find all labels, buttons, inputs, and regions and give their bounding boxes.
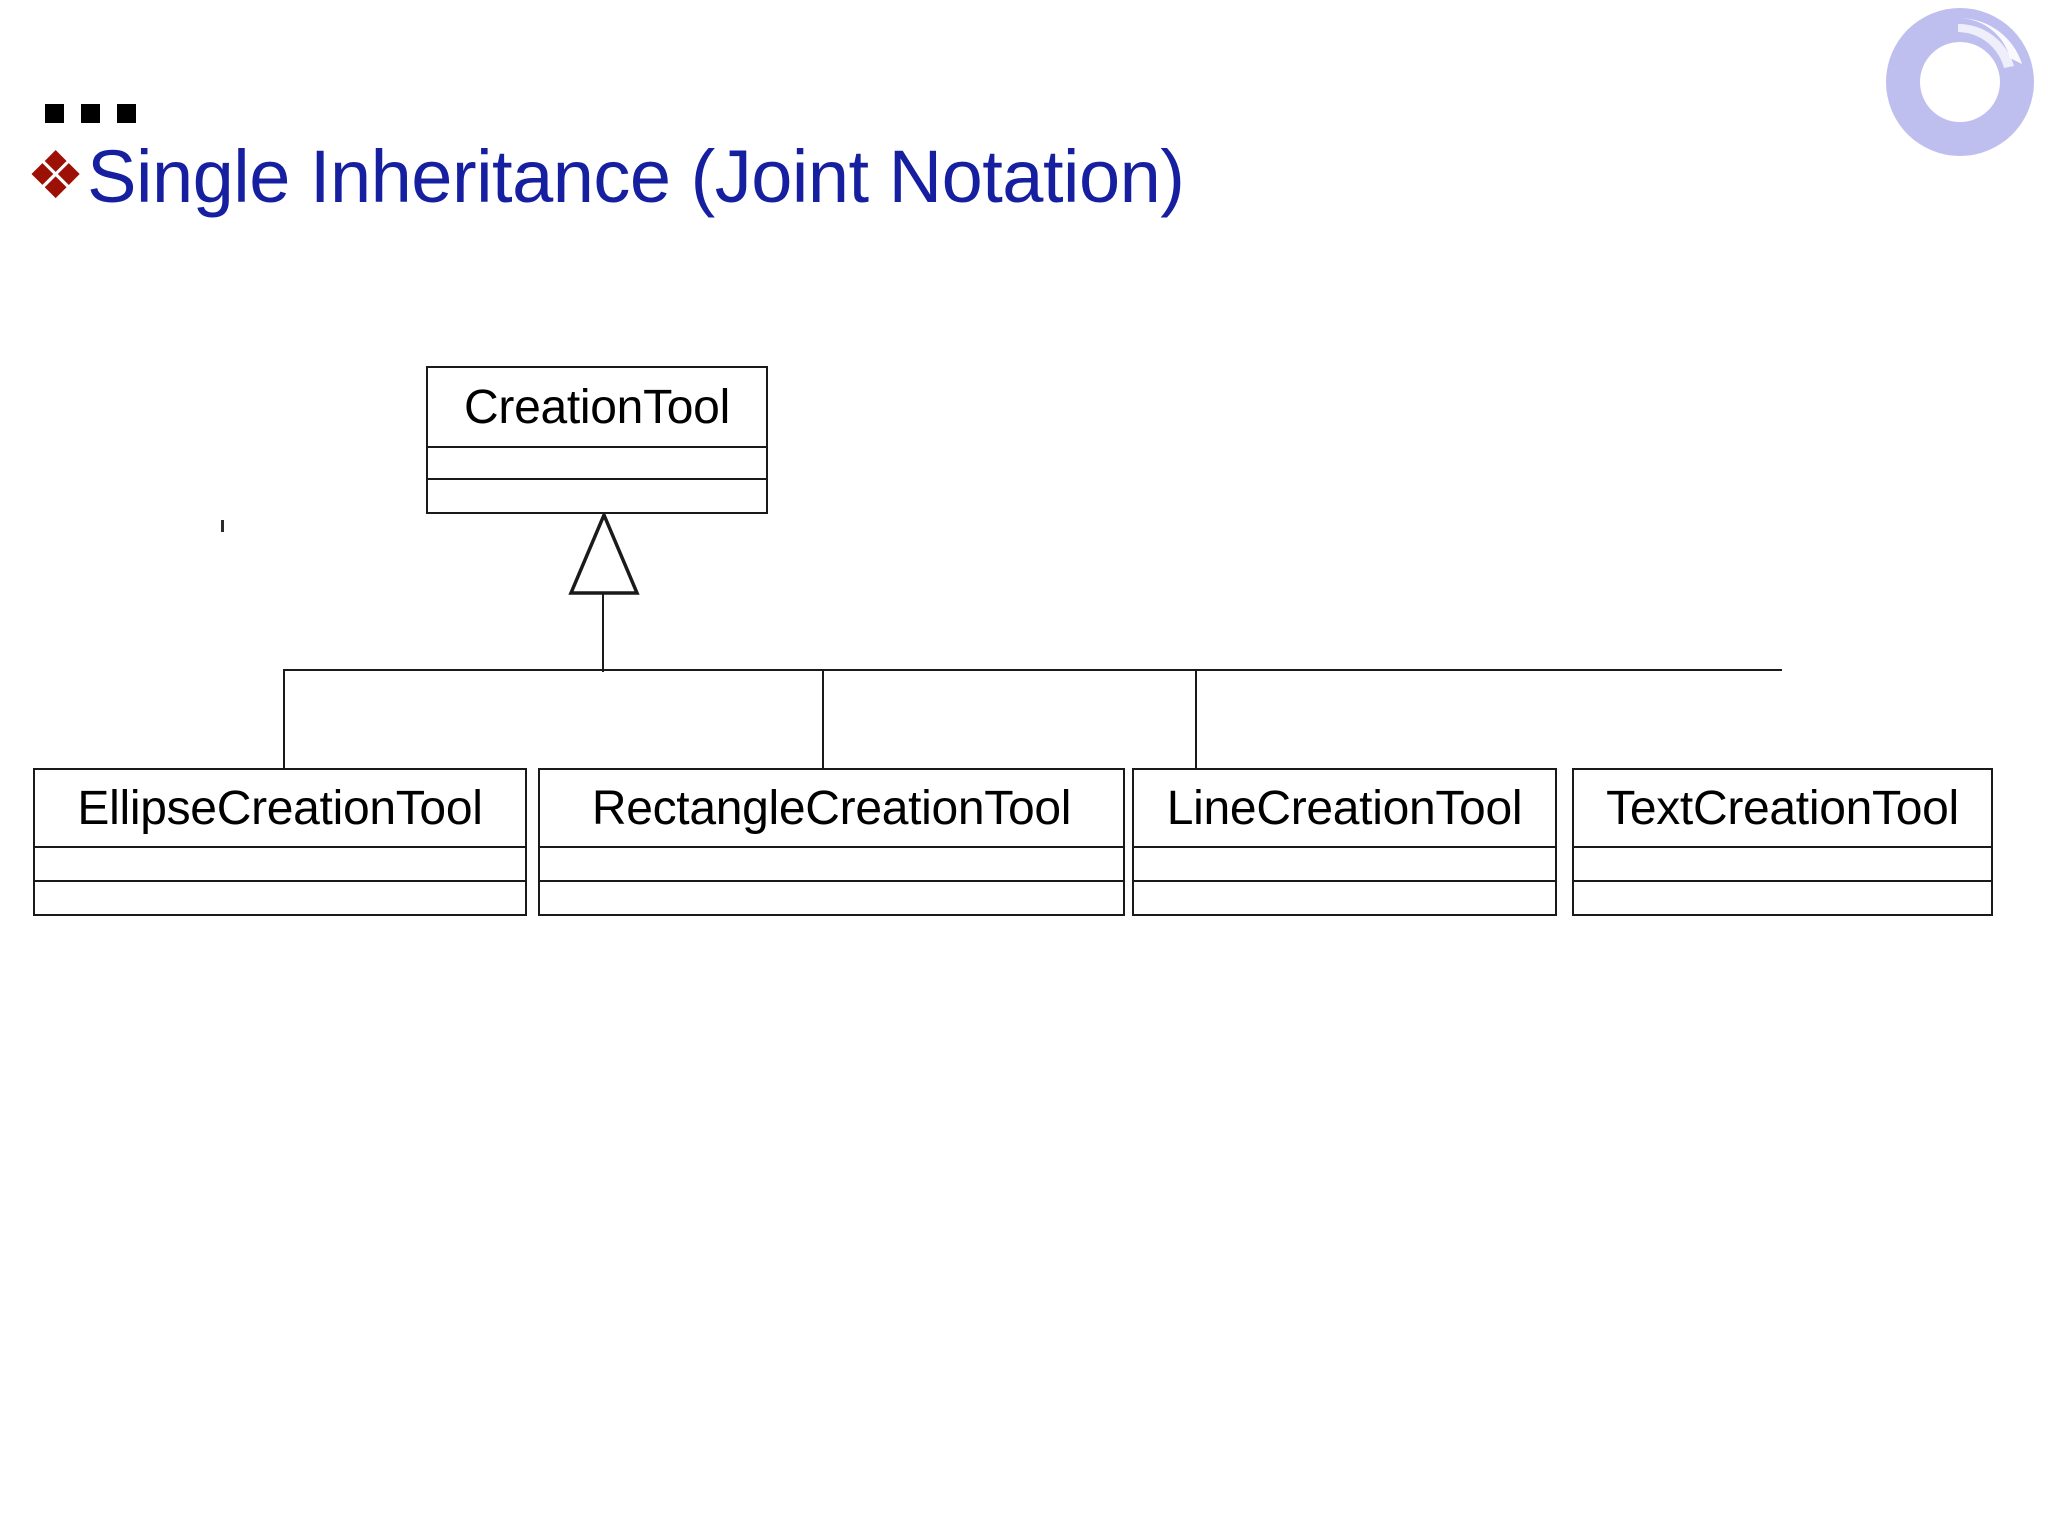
uml-operations-compartment [1574,882,1991,914]
uml-attributes-compartment [428,448,766,480]
drop-line-ellipsecreationtool [283,669,285,769]
uml-attributes-compartment [35,848,525,882]
uml-class-rectanglecreationtool[interactable]: RectangleCreationTool [538,768,1125,916]
generalization-bus-line [283,669,1782,671]
uml-class-ellipsecreationtool[interactable]: EllipseCreationTool [33,768,527,916]
uml-attributes-compartment [1574,848,1991,882]
uml-class-name: CreationTool [428,368,766,448]
page-title: Single Inheritance (Joint Notation) [87,135,1185,218]
uml-attributes-compartment [1134,848,1555,882]
ellipsis-square-1 [45,104,64,123]
generalization-arrowhead-svg [568,510,640,595]
uml-operations-compartment [1134,882,1555,914]
stray-tick-artifact [221,520,224,532]
drop-line-rectanglecreationtool [822,669,824,769]
diamond-bullet-icon: ❖ [26,137,86,214]
uml-class-name: TextCreationTool [1574,770,1991,848]
uml-class-linecreationtool[interactable]: LineCreationTool [1132,768,1557,916]
spiral-ring-logo [1872,0,2048,170]
slide-title-row: ❖ Single Inheritance (Joint Notation) [26,135,1185,218]
continuation-ellipsis [45,104,136,123]
ellipsis-square-3 [117,104,136,123]
generalization-stem-line [602,592,604,672]
uml-operations-compartment [540,882,1123,914]
uml-class-name: EllipseCreationTool [35,770,525,848]
uml-operations-compartment [35,882,525,914]
spiral-ring-logo-svg [1886,8,2034,156]
generalization-arrowhead-icon [568,510,640,596]
uml-operations-compartment [428,480,766,512]
drop-line-linecreationtool [1195,669,1197,769]
uml-class-creationtool[interactable]: CreationTool [426,366,768,514]
uml-attributes-compartment [540,848,1123,882]
uml-class-textcreationtool[interactable]: TextCreationTool [1572,768,1993,916]
uml-class-name: LineCreationTool [1134,770,1555,848]
uml-class-name: RectangleCreationTool [540,770,1123,848]
ellipsis-square-2 [81,104,100,123]
